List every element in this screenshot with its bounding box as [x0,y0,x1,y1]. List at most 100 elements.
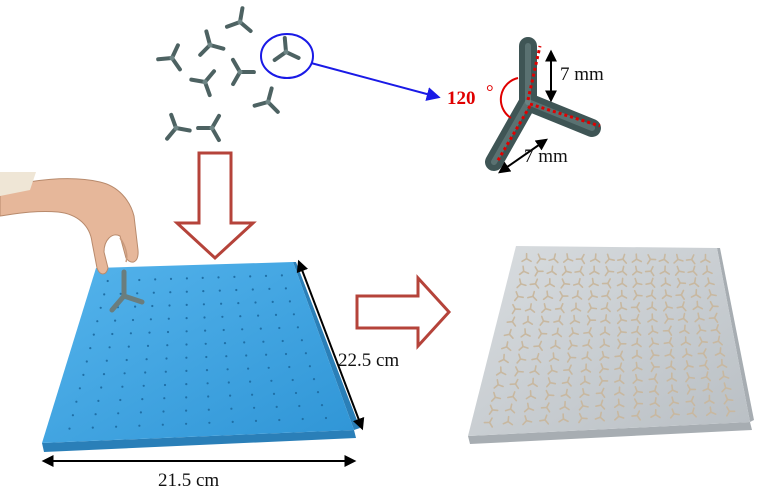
foam-hole [226,368,229,371]
foam-hole [288,300,291,303]
foam-hole [103,293,106,296]
foam-hole [97,399,100,402]
foam-hole [138,424,141,427]
foam-hole [119,292,122,295]
foam-hole [121,385,124,388]
tripod-piece-icon [220,51,256,87]
foam-hole [149,318,152,321]
foam-hole [185,356,188,359]
foam-hole [71,414,74,417]
foam-hole [275,405,278,408]
board-depth-arrow [296,259,365,431]
foam-hole [185,277,188,280]
hand-icon [0,172,139,275]
foam-hole [288,365,291,369]
foam-hole [254,301,257,304]
foam-hole [247,367,250,370]
foam-hole [100,386,103,389]
foam-hole [94,413,97,416]
foam-hole [108,346,111,349]
blue-foam-board [42,262,360,452]
foam-hole [231,420,234,423]
foam-hole [202,303,205,306]
foam-hole [262,340,265,343]
foam-hole [270,379,273,382]
foam-hole [99,306,102,309]
foam-hole [202,290,205,293]
foam-hole [227,381,230,384]
foam-hole [257,314,260,317]
foam-hole [151,304,154,308]
foam-hole [271,300,274,303]
arm-length-vertical-label: 7 mm [560,64,604,85]
tripod-piece-icon [192,26,226,57]
foam-hole [324,416,328,420]
foam-hole [207,395,210,398]
foam-hole [203,316,206,319]
foam-hole [225,355,228,358]
foam-hole [301,417,304,421]
foam-hole [221,315,224,318]
foam-hole [239,315,242,318]
angle-arc [499,77,519,119]
foam-hole [284,287,287,290]
foam-hole [185,330,188,333]
foam-hole [267,366,270,369]
foam-hole [204,342,207,345]
foam-hole [185,396,188,399]
foam-hole [185,369,188,372]
foam-hole [185,303,188,306]
foam-hole [169,277,173,280]
foam-hole [254,419,258,422]
foam-hole [241,328,244,331]
foam-hole [300,339,303,342]
foam-hole [163,397,166,400]
foam-hole [125,358,128,362]
tripod-piece-icon [157,108,192,141]
foam-hole [163,383,167,387]
foam-hole [223,342,227,345]
down-arrow-icon [173,151,257,261]
foam-hole [185,317,188,320]
foam-hole [89,347,92,350]
board-depth-label: 22.5 cm [338,350,399,371]
foam-hole [115,425,118,428]
foam-hole [123,372,126,375]
foam-hole [253,406,256,409]
foam-hole [141,398,144,401]
foam-hole [138,278,141,282]
right-arrow-icon [355,274,452,350]
foam-hole [230,407,233,410]
foam-hole [278,418,281,422]
foam-hole [117,412,120,415]
foam-hole [92,333,95,336]
foam-hole [154,278,157,281]
foam-hole [185,383,188,386]
foam-hole [85,360,88,363]
foam-hole [105,359,108,362]
foam-hole [96,320,99,323]
scattered-pieces [156,4,301,143]
foam-hole [245,354,248,357]
foam-hole [243,341,246,344]
foam-hole [146,344,150,347]
foam-hole [169,291,172,294]
foam-hole [102,373,106,376]
foam-hole [205,369,209,372]
foam-hole [218,289,221,292]
arm-length-diagonal-label: 7 mm [524,146,568,167]
foam-hole [298,404,301,408]
foam-hole [119,398,122,402]
foam-hole [165,357,168,360]
foam-hole [185,422,188,425]
foam-hole [166,344,169,347]
foam-hole [206,382,209,385]
foam-hole [201,276,204,279]
foam-hole [222,328,225,332]
foam-hole [91,426,94,429]
callout-arrow [310,62,441,101]
foam-hole [308,365,311,368]
foam-hole [185,409,188,412]
foam-hole [106,279,109,283]
